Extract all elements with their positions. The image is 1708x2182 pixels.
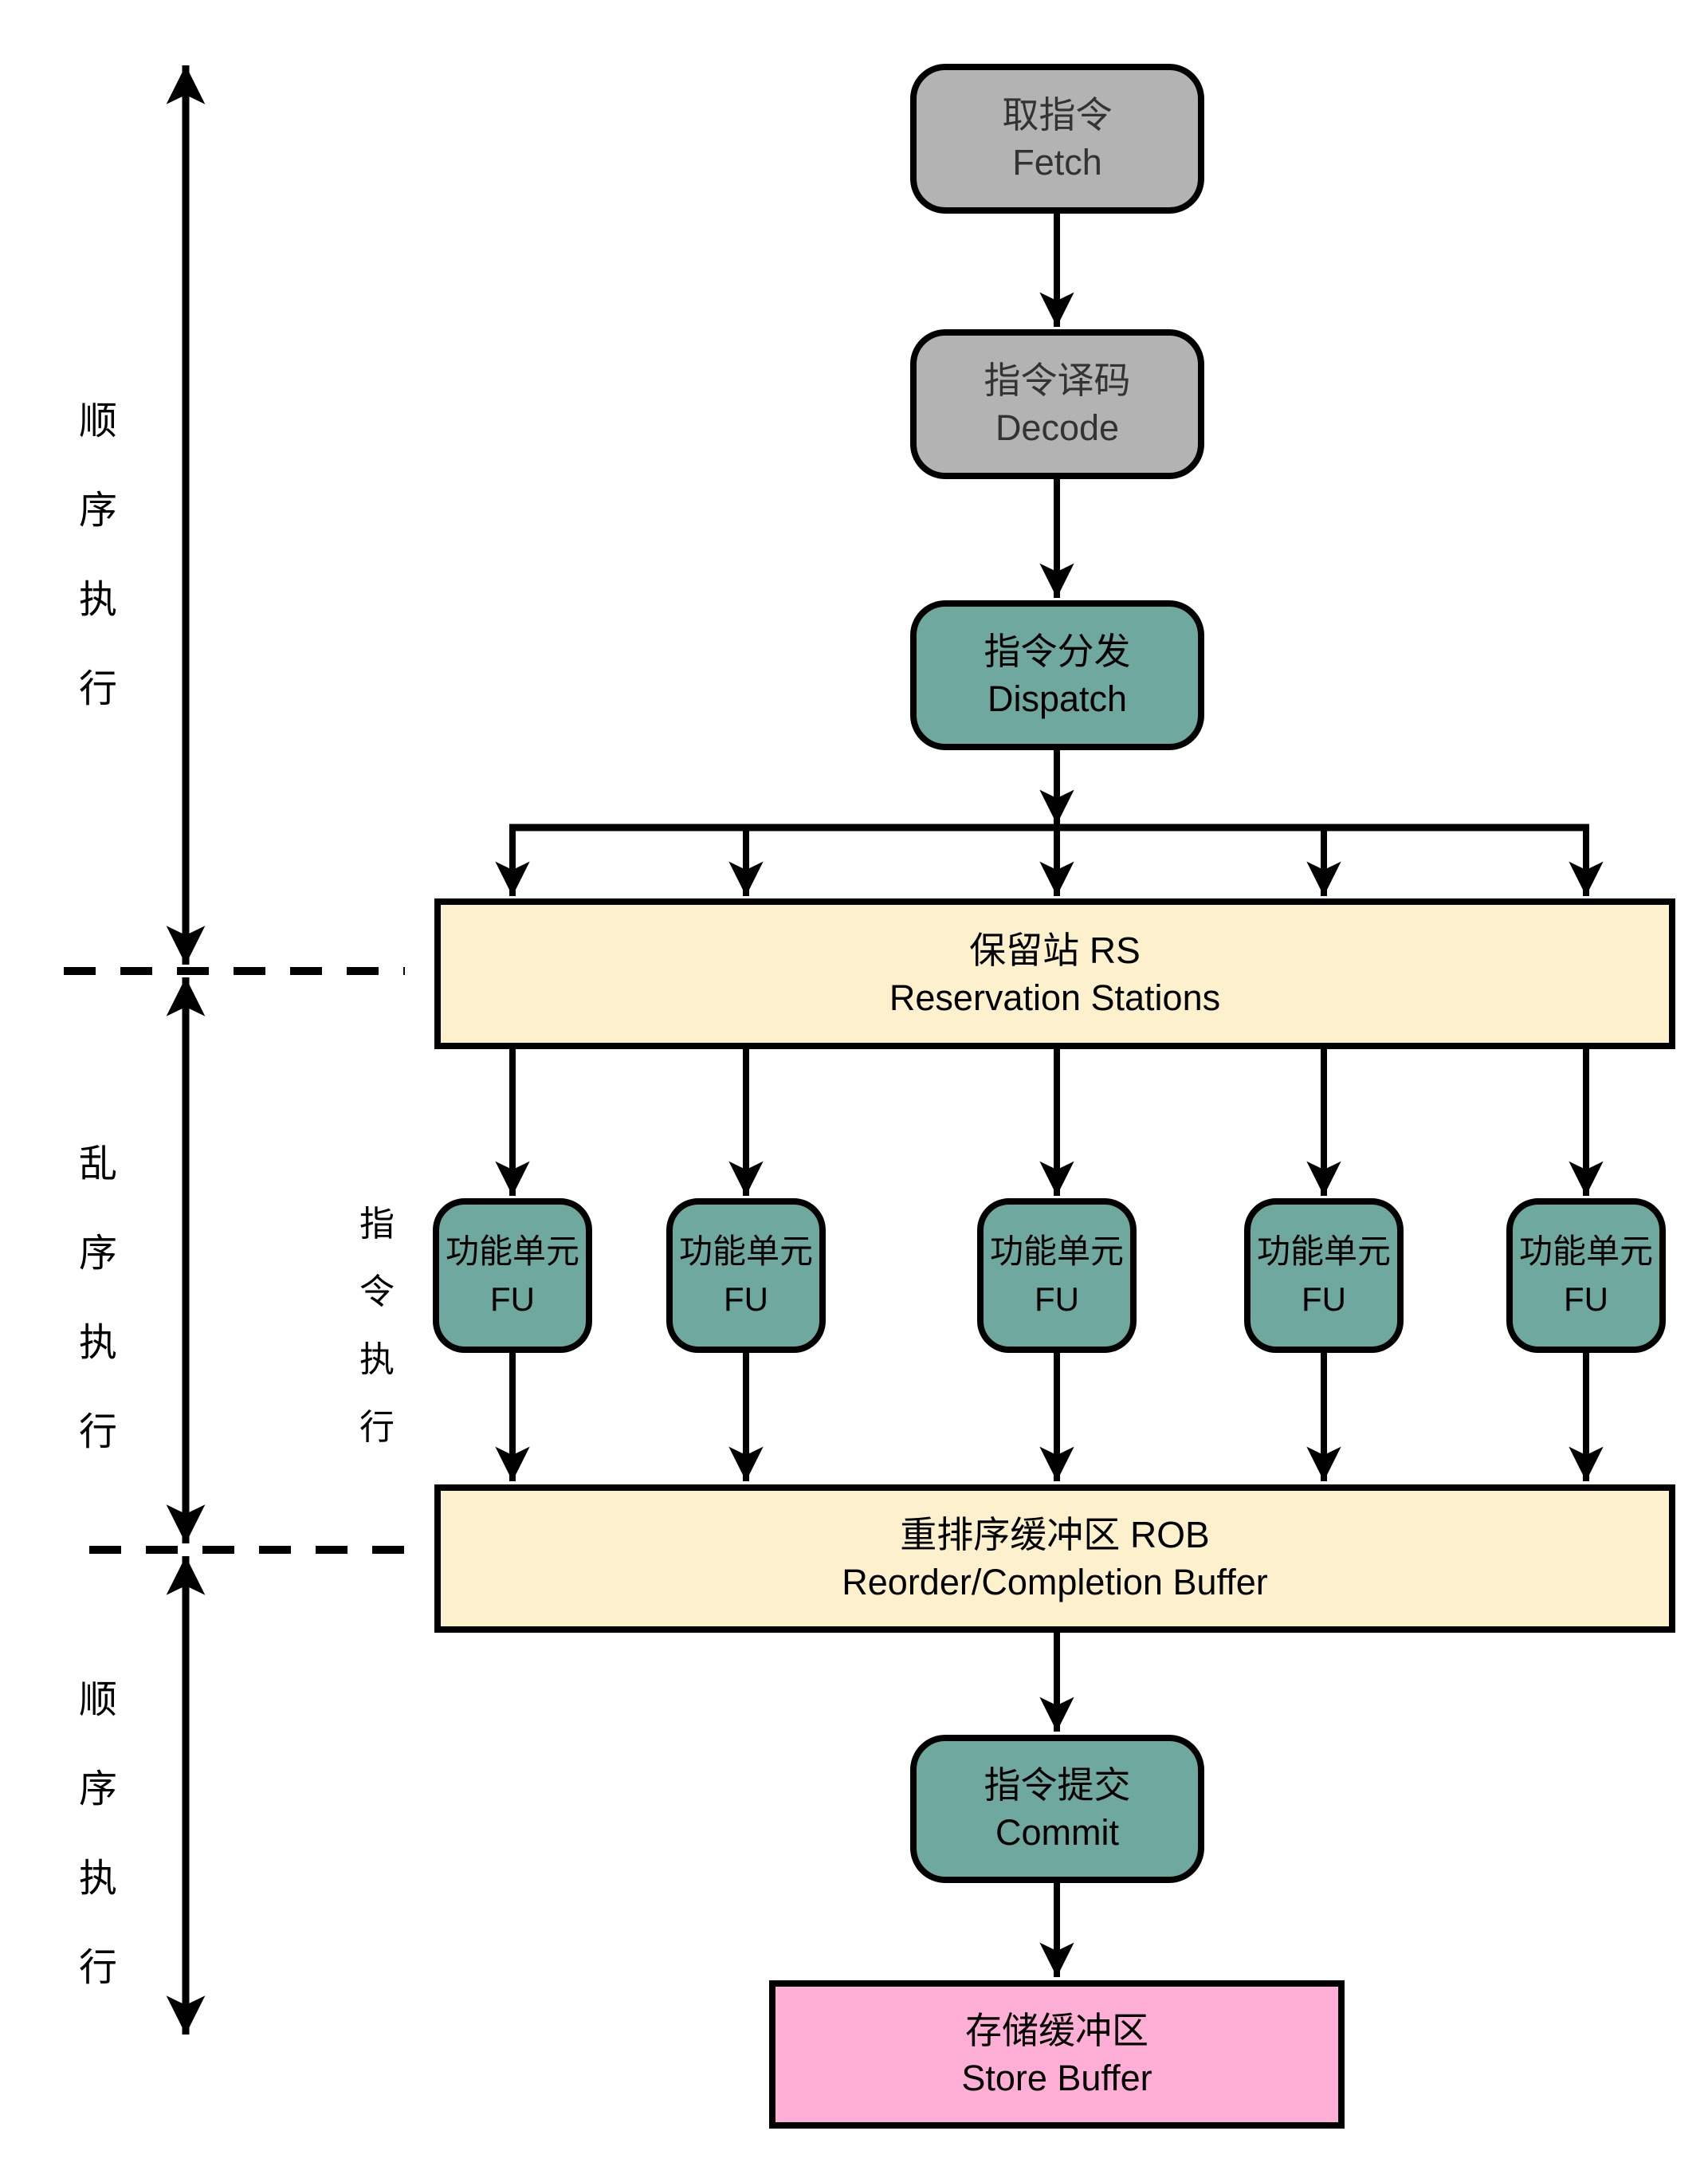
node-reorder-buffer: 重排序缓冲区 ROB Reorder/Completion Buffer	[434, 1484, 1675, 1633]
phase-label-in-order-bottom: 顺 序 执 行	[78, 1679, 117, 1989]
node-store-buffer-label-en: Store Buffer	[961, 2058, 1152, 2098]
phase-label-out-of-order: 乱 序 执 行	[78, 1143, 117, 1453]
node-fetch-label-en: Fetch	[1012, 142, 1102, 183]
node-fetch-label-zh: 取指令	[1002, 94, 1113, 136]
node-rs-label-zh: 保留站 RS	[969, 929, 1141, 971]
node-functional-unit-5: 功能单元 FU	[1506, 1198, 1666, 1353]
node-rs-label-en: Reservation Stations	[889, 977, 1221, 1018]
node-commit-label-en: Commit	[995, 1812, 1119, 1853]
node-decode-label-en: Decode	[995, 407, 1120, 448]
node-reservation-stations: 保留站 RS Reservation Stations	[434, 898, 1675, 1049]
node-functional-unit-2: 功能单元 FU	[666, 1198, 826, 1353]
node-commit-label-zh: 指令提交	[984, 1764, 1131, 1806]
label-instruction-execute: 指 令 执 行	[359, 1205, 395, 1447]
node-commit: 指令提交 Commit	[910, 1735, 1204, 1883]
node-decode: 指令译码 Decode	[910, 329, 1204, 479]
node-dispatch-label-en: Dispatch	[987, 678, 1128, 719]
node-fetch: 取指令 Fetch	[910, 64, 1204, 214]
phase-label-in-order-top: 顺 序 执 行	[78, 400, 117, 710]
node-decode-label-zh: 指令译码	[984, 360, 1131, 401]
node-rob-label-en: Reorder/Completion Buffer	[842, 1562, 1268, 1602]
node-dispatch-label-zh: 指令分发	[984, 631, 1131, 672]
node-functional-unit-4: 功能单元 FU	[1244, 1198, 1404, 1353]
node-functional-unit-3: 功能单元 FU	[977, 1198, 1137, 1353]
node-functional-unit-1: 功能单元 FU	[433, 1198, 592, 1353]
node-rob-label-zh: 重排序缓冲区 ROB	[900, 1514, 1210, 1555]
node-dispatch: 指令分发 Dispatch	[910, 600, 1204, 750]
node-store-buffer-label-zh: 存储缓冲区	[965, 2010, 1148, 2051]
node-store-buffer: 存储缓冲区 Store Buffer	[769, 1980, 1345, 2129]
